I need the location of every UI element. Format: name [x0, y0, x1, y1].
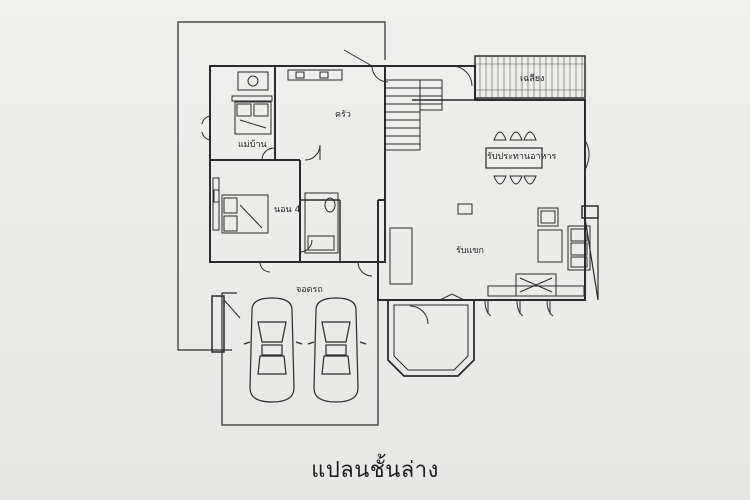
- car-2: [307, 297, 367, 403]
- room-label-dining: รับประทานอาหาร: [487, 152, 557, 162]
- coffee-table: [537, 229, 563, 263]
- room-label-kitchen: ครัว: [335, 110, 351, 120]
- site-boundary: [177, 21, 386, 351]
- service-wing-walls: [209, 65, 386, 263]
- maid-cabinet: [231, 95, 273, 102]
- dining-chairs: [493, 131, 537, 185]
- kitchen-hood: [237, 71, 269, 91]
- bathroom-fixtures: [304, 192, 339, 254]
- carport-boundary: [221, 292, 379, 426]
- room-label-carport: จอดรถ: [296, 285, 323, 295]
- plan-title: แปลนชั้นล่าง: [311, 458, 439, 483]
- room-label-maid: แม่บ้าน: [238, 140, 267, 150]
- maid-bed: [234, 101, 272, 135]
- staircase: [384, 79, 443, 151]
- kitchen-counter: [287, 69, 343, 81]
- terrace-railing: [474, 55, 586, 99]
- room-label-terrace: เฉลียง: [520, 74, 545, 84]
- carport-gate: [211, 295, 225, 353]
- room-label-living: รับแขก: [456, 246, 484, 256]
- dining-table: [485, 147, 543, 169]
- room-label-bedroom4: นอน 4: [274, 205, 301, 215]
- bedroom4-bed: [221, 194, 269, 234]
- bedroom4-wardrobe: [212, 177, 220, 231]
- window-seat: [487, 285, 585, 297]
- small-cabinet: [457, 203, 473, 215]
- tv-console: [389, 227, 413, 285]
- bay-window: [387, 299, 475, 377]
- armchair: [537, 207, 559, 227]
- main-house-walls: [377, 65, 586, 301]
- car-1: [243, 297, 303, 403]
